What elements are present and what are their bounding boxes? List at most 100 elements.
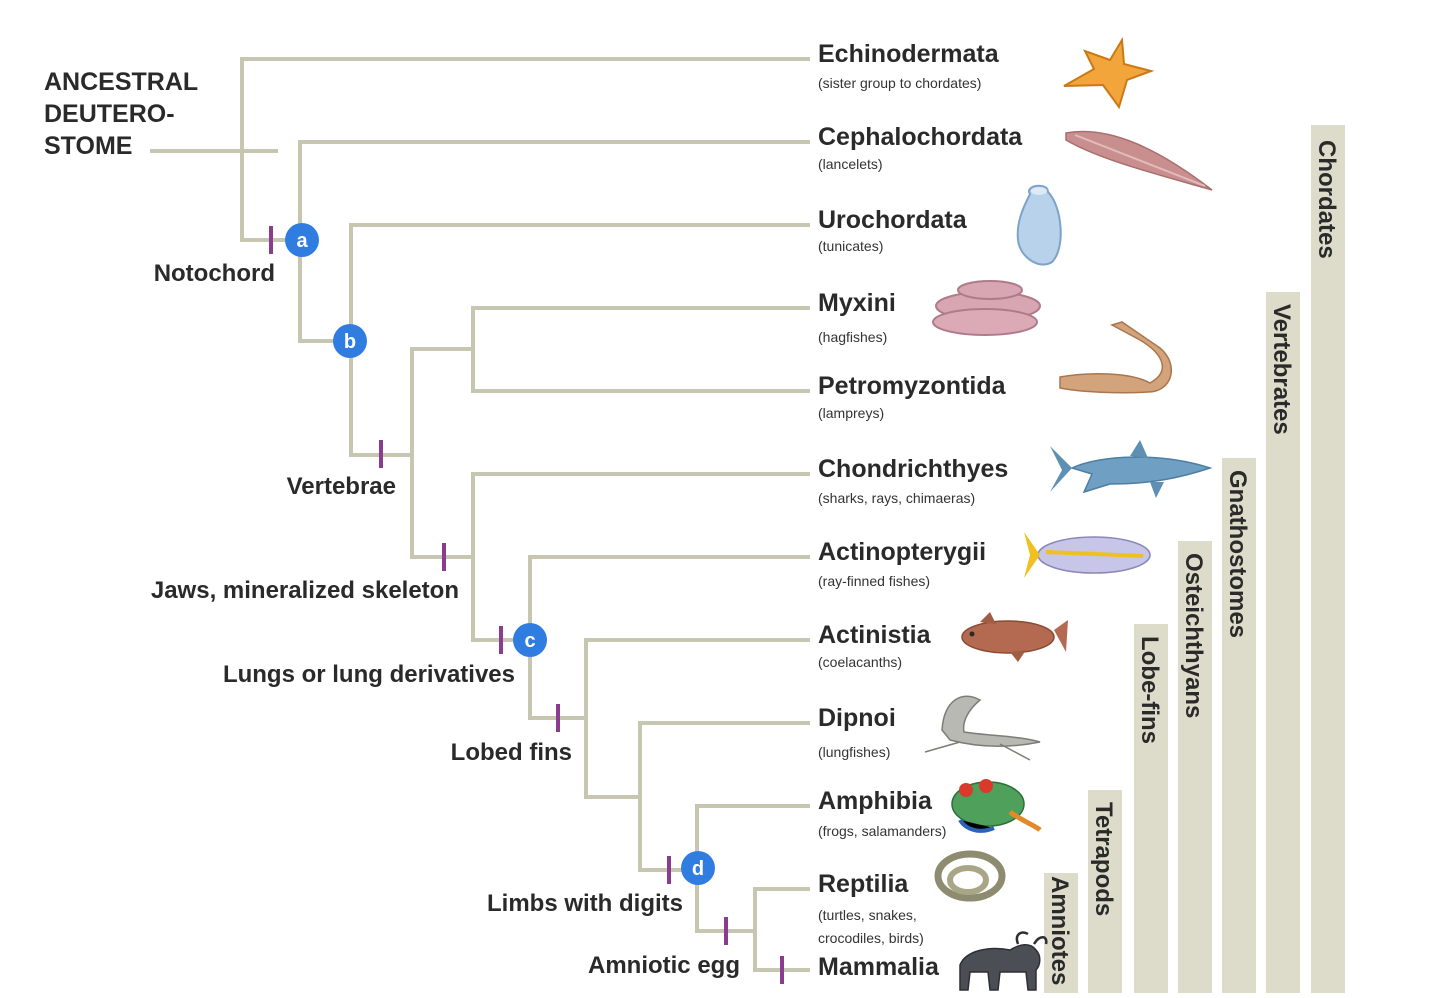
branch-reptilia <box>753 887 810 972</box>
taxon-chondrichthyes: Chondrichthyes (sharks, rays, chimaeras) <box>818 455 1008 506</box>
node-label-a: a <box>296 230 308 252</box>
clade-label-lobe-fins: Lobe-fins <box>1136 636 1163 744</box>
taxon-name: Actinistia <box>818 621 932 649</box>
lancelet-icon <box>1065 130 1213 191</box>
clade-label-tetrapods: Tetrapods <box>1090 802 1117 916</box>
clade-bar-amniotes <box>1044 873 1078 995</box>
ray-finned-fish-icon <box>1024 532 1151 578</box>
clade-label-chordates: Chordates <box>1313 140 1340 259</box>
snake-icon <box>934 850 1006 902</box>
clade-bar-chordates <box>1311 125 1345 995</box>
tree-branches <box>150 57 810 972</box>
taxon-name: Dipnoi <box>818 704 896 732</box>
node-marker-a: a <box>285 223 319 257</box>
taxon-urochordata: Urochordata (tunicates) <box>818 206 968 254</box>
taxon-common-name: (hagfishes) <box>818 329 887 345</box>
clade-label-osteichthyans: Osteichthyans <box>1180 553 1207 718</box>
taxon-name: Petromyzontida <box>818 372 1007 400</box>
frog-icon <box>951 779 1042 833</box>
starfish-icon <box>1063 36 1155 110</box>
taxon-name: Amphibia <box>818 787 933 815</box>
trait-jaws: Jaws, mineralized skeleton <box>151 577 459 604</box>
taxon-actinopterygii: Actinopterygii (ray-finned fishes) <box>818 538 986 589</box>
clade-bar-vertebrates <box>1266 292 1300 995</box>
node-marker-d: d <box>681 851 715 885</box>
taxon-name: Actinopterygii <box>818 538 986 566</box>
taxon-echinodermata: Echinodermata (sister group to chordates… <box>818 40 1000 91</box>
branch-myxini <box>471 306 810 351</box>
trait-lungs: Lungs or lung derivatives <box>223 661 515 688</box>
trait-lobed-fins: Lobed fins <box>451 739 572 766</box>
taxon-common-name: (turtles, snakes, <box>818 907 917 923</box>
node-circle-a <box>285 223 319 257</box>
taxon-common-name: (sister group to chordates) <box>818 75 981 91</box>
clade-bar-osteichthyans <box>1178 541 1212 995</box>
taxon-common-name: (lungfishes) <box>818 744 890 760</box>
node-circle-d <box>681 851 715 885</box>
taxon-name: Echinodermata <box>818 40 1000 68</box>
animal-illustrations <box>924 36 1213 991</box>
trait-amniotic-egg: Amniotic egg <box>588 952 740 979</box>
taxon-mammalia: Mammalia <box>818 953 940 981</box>
node-label-c: c <box>524 630 535 652</box>
taxon-dipnoi: Dipnoi (lungfishes) <box>818 704 896 760</box>
taxon-common-name: (frogs, salamanders) <box>818 823 946 839</box>
wildebeest-icon <box>959 931 1048 991</box>
root-label-line-1: ANCESTRAL <box>44 68 198 96</box>
trait-vertebrae: Vertebrae <box>287 473 396 500</box>
root-label: ANCESTRAL DEUTERO- STOME <box>44 68 198 160</box>
taxon-actinistia: Actinistia (coelacanths) <box>818 621 932 670</box>
taxon-common-name: (coelacanths) <box>818 654 902 670</box>
taxon-cephalochordata: Cephalochordata (lancelets) <box>818 123 1023 172</box>
branch-actinopterygii <box>528 555 810 720</box>
taxon-name: Myxini <box>818 289 896 317</box>
tunicate-icon <box>1016 184 1062 266</box>
branch-actinistia <box>584 638 810 799</box>
trait-limbs: Limbs with digits <box>487 890 683 917</box>
taxon-common-name: (ray-finned fishes) <box>818 573 930 589</box>
branch-cephalochordata <box>298 140 810 343</box>
root-label-line-2: DEUTERO- <box>44 100 175 128</box>
lamprey-icon <box>1059 321 1172 394</box>
node-markers: a b c d <box>285 223 715 885</box>
taxon-petromyzontida: Petromyzontida (lampreys) <box>818 372 1007 421</box>
branch-petromyzontida <box>471 347 810 393</box>
branch-amphibia <box>695 804 810 933</box>
root-label-line-3: STOME <box>44 132 132 160</box>
node-circle-b <box>333 324 367 358</box>
trait-notochord: Notochord <box>154 260 275 287</box>
hagfish-icon <box>932 280 1041 336</box>
node-label-b: b <box>344 331 356 353</box>
taxon-name: Mammalia <box>818 953 940 981</box>
node-marker-c: c <box>513 623 547 657</box>
coelacanth-icon <box>961 612 1068 662</box>
taxon-name: Reptilia <box>818 870 909 898</box>
taxon-amphibia: Amphibia (frogs, salamanders) <box>818 787 946 839</box>
trait-labels: Notochord Vertebrae Jaws, mineralized sk… <box>151 260 740 979</box>
taxon-common-name: (sharks, rays, chimaeras) <box>818 490 975 506</box>
clade-label-gnathostomes: Gnathostomes <box>1224 470 1251 638</box>
taxon-common-name: (lancelets) <box>818 156 883 172</box>
taxon-common-name-2: crocodiles, birds) <box>818 930 924 946</box>
clade-bar-tetrapods <box>1088 790 1122 995</box>
lungfish-icon <box>924 695 1041 761</box>
clade-bar-gnathostomes <box>1222 458 1256 995</box>
node-circle-c <box>513 623 547 657</box>
branch-chondrichthyes <box>471 472 810 642</box>
trait-ticks <box>269 226 784 984</box>
node-label-d: d <box>692 858 704 880</box>
clade-bar-lobe-fins <box>1134 624 1168 995</box>
clade-label-vertebrates: Vertebrates <box>1268 304 1295 435</box>
branch-cyclostomes <box>410 347 475 457</box>
shark-icon <box>1050 440 1213 498</box>
taxon-common-name: (tunicates) <box>818 238 883 254</box>
taxon-name: Cephalochordata <box>818 123 1023 151</box>
taxon-name: Urochordata <box>818 206 968 234</box>
clade-label-amniotes: Amniotes <box>1046 876 1073 985</box>
branch-echinodermata <box>240 57 810 242</box>
taxon-labels: Echinodermata (sister group to chordates… <box>818 40 1023 981</box>
node-marker-b: b <box>333 324 367 358</box>
branch-dipnoi <box>638 721 810 872</box>
